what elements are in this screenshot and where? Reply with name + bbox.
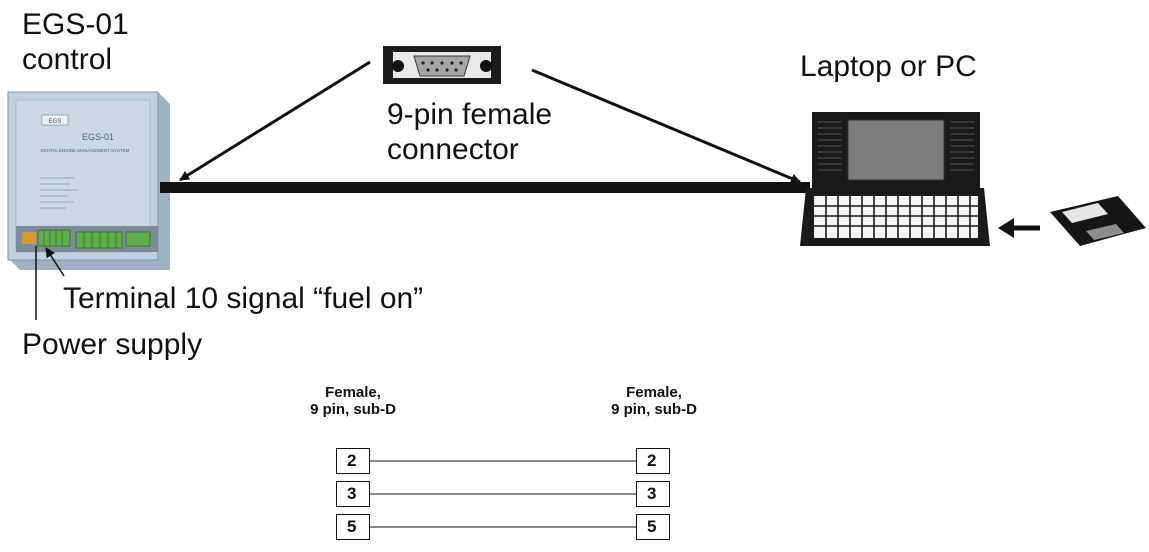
connector-label-line1: 9-pin female [387, 98, 553, 131]
terminal-block-2 [75, 231, 123, 249]
terminal-block-1 [37, 229, 71, 247]
db9-connector-icon [383, 46, 501, 84]
terminal-block-3 [125, 231, 151, 247]
device-model-text: EGS-01 [82, 132, 114, 142]
right-pin-5: 5 [636, 514, 670, 540]
pinout-right-header-line1: Female, [626, 384, 682, 401]
power-supply-label: Power supply [22, 328, 203, 361]
connector-label-line2: connector [387, 132, 519, 166]
pinout-left-header-line2: 9 pin, sub-D [310, 401, 396, 419]
laptop-icon [800, 112, 990, 246]
right-pin-2: 2 [636, 448, 670, 474]
floppy-disk-icon [1050, 196, 1146, 246]
device-subtitle-text: DIGITAL ENGINE MANAGEMENT SYSTEM [41, 148, 130, 153]
device-brand-text: EGS [49, 119, 62, 125]
right-pin-3: 3 [636, 481, 670, 507]
pinout-right-header-line2: 9 pin, sub-D [611, 401, 697, 419]
terminal-pointer-arrow [45, 247, 65, 277]
connector-label: 9-pin female connector [387, 98, 552, 167]
egs-label-line1: EGS-01 [22, 8, 129, 41]
serial-cable [160, 182, 810, 193]
egs-control-label: EGS-01 control [22, 8, 129, 77]
laptop-screen [847, 119, 945, 181]
left-pin-3: 3 [336, 481, 370, 507]
arrow-to-controller [179, 60, 371, 182]
pinout-wires [370, 460, 636, 528]
left-pin-2: 2 [336, 448, 370, 474]
pinout-left-header: Female, 9 pin, sub-D [286, 384, 420, 419]
arrow-to-laptop [531, 68, 801, 184]
egs-label-line2: control [22, 42, 113, 76]
pinout-right-header: Female, 9 pin, sub-D [587, 384, 721, 419]
power-terminal [22, 232, 36, 244]
pinout-left-header-line1: Female, [325, 384, 381, 401]
laptop-label: Laptop or PC [800, 50, 977, 83]
terminal-label: Terminal 10 signal “fuel on” [63, 282, 424, 315]
left-pin-5: 5 [336, 514, 370, 540]
insert-arrow-icon [998, 218, 1040, 238]
egs-control-unit: EGS EGS-01 DIGITAL ENGINE MANAGEMENT SYS… [7, 91, 170, 270]
